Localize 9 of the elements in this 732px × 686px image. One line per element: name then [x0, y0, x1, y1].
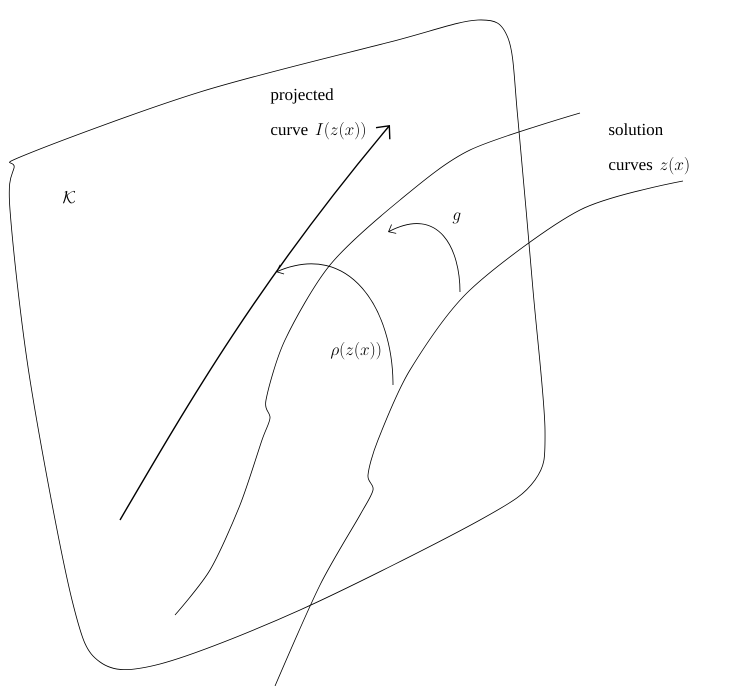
math-label: $g$ [452, 212, 460, 224]
text-label: curves [609, 162, 652, 170]
math-label: $\rho(z(x))$ [330, 342, 380, 360]
math-label: $z(x)$ [660, 157, 688, 174]
math-label: $\mathcal{K}$ [62, 190, 76, 204]
math-label: $I(z(x))$ [316, 122, 365, 140]
text-label: solution [609, 123, 663, 136]
text-label: projected [270, 88, 334, 104]
text-label: curve [271, 126, 308, 136]
